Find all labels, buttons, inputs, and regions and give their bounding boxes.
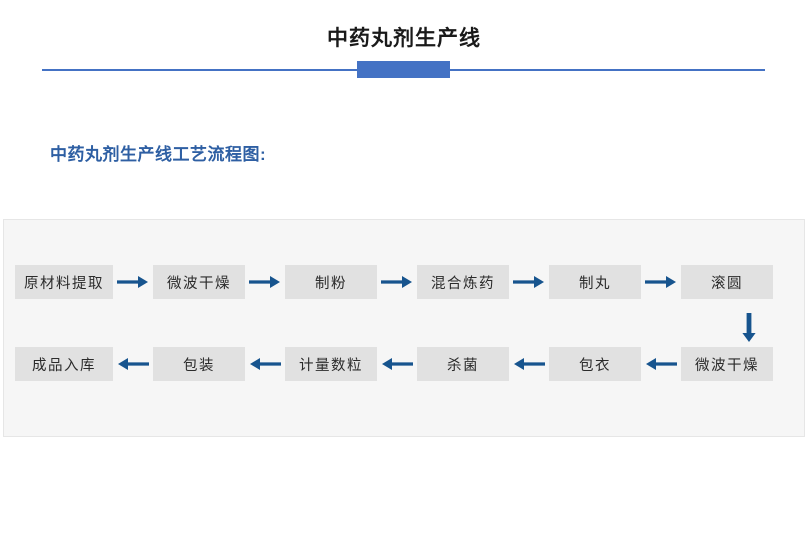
flowchart-row-1: 原材料提取 微波干燥 制粉 混合炼药 制丸 滚圆 (4, 265, 806, 299)
arrow-left-icon (113, 347, 153, 381)
flow-node-coating[interactable]: 包衣 (549, 347, 641, 381)
arrow-left-icon (245, 347, 285, 381)
flow-node-packaging[interactable]: 包装 (153, 347, 245, 381)
flow-node-finished-goods-warehousing[interactable]: 成品入库 (15, 347, 113, 381)
section-heading: 中药丸剂生产线工艺流程图: (50, 145, 267, 164)
flow-node-label: 包装 (183, 357, 215, 374)
flow-node-microwave-drying-2[interactable]: 微波干燥 (681, 347, 773, 381)
arrow-right-icon (377, 265, 417, 299)
flow-node-label: 混合炼药 (431, 275, 495, 292)
flow-node-powdering[interactable]: 制粉 (285, 265, 377, 299)
arrow-right-icon (113, 265, 153, 299)
flow-node-label: 微波干燥 (695, 357, 759, 374)
flow-node-label: 杀菌 (447, 357, 479, 374)
flow-node-label: 滚圆 (711, 275, 743, 292)
flowchart-row-2: 成品入库 包装 计量数粒 杀菌 包衣 微波干燥 (4, 347, 806, 381)
flow-node-mixing-refining[interactable]: 混合炼药 (417, 265, 509, 299)
arrow-down-icon (732, 308, 766, 348)
arrow-right-icon (245, 265, 285, 299)
flow-node-label: 制粉 (315, 275, 347, 292)
flow-node-microwave-drying-1[interactable]: 微波干燥 (153, 265, 245, 299)
flow-node-label: 包衣 (579, 357, 611, 374)
flow-node-pill-making[interactable]: 制丸 (549, 265, 641, 299)
flow-node-label: 微波干燥 (167, 275, 231, 292)
page-title: 中药丸剂生产线 (327, 27, 481, 50)
arrow-left-icon (509, 347, 549, 381)
flow-node-sterilization[interactable]: 杀菌 (417, 347, 509, 381)
flow-node-raw-material-extraction[interactable]: 原材料提取 (15, 265, 113, 299)
flow-node-label: 原材料提取 (24, 275, 104, 292)
arrow-right-icon (641, 265, 681, 299)
arrow-right-icon (509, 265, 549, 299)
flowchart-panel: 原材料提取 微波干燥 制粉 混合炼药 制丸 滚圆 (3, 219, 805, 437)
title-divider-block (357, 61, 450, 78)
flow-node-label: 成品入库 (32, 357, 96, 374)
flow-node-label: 制丸 (579, 275, 611, 292)
arrow-left-icon (377, 347, 417, 381)
arrow-left-icon (641, 347, 681, 381)
flow-node-spheronization[interactable]: 滚圆 (681, 265, 773, 299)
flow-node-counting-metering[interactable]: 计量数粒 (285, 347, 377, 381)
flow-node-label: 计量数粒 (299, 357, 363, 374)
